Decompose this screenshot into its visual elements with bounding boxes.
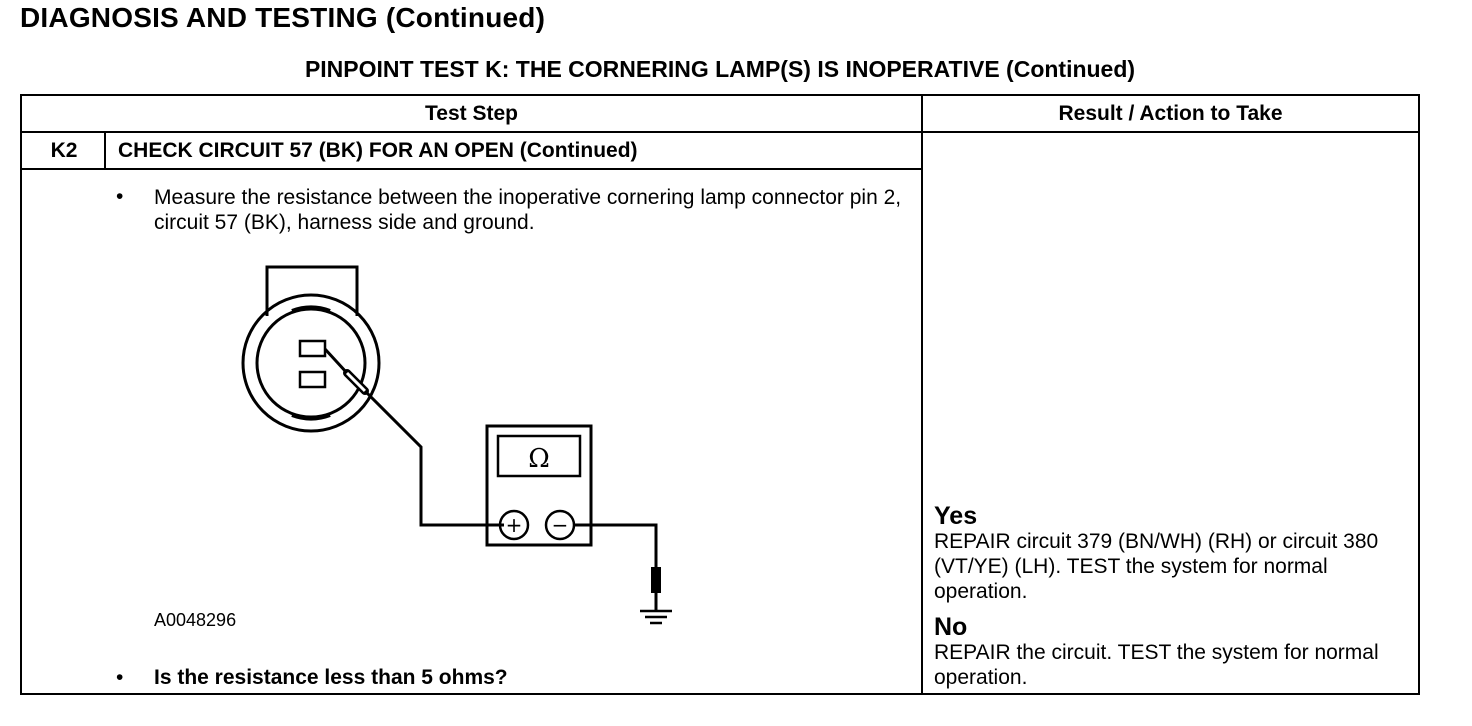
connector-measurement-diagram: Ω + −	[241, 265, 672, 625]
page-title: DIAGNOSIS AND TESTING (Continued)	[20, 2, 546, 33]
connector-pin-1	[298, 370, 327, 389]
result-no-action: REPAIR the circuit. TEST the system for …	[934, 641, 1379, 689]
positive-probe-lead	[323, 347, 504, 527]
result-yes-action: REPAIR circuit 379 (BN/WH) (RH) or circu…	[934, 530, 1379, 603]
step-question: Is the resistance less than 5 ohms?	[154, 666, 508, 689]
connector-face	[255, 307, 367, 419]
result-yes-label: Yes	[934, 502, 978, 530]
connector-body	[241, 293, 381, 433]
step-id: K2	[50, 139, 78, 162]
header-row-divider	[22, 131, 1418, 133]
ohmmeter-plus-terminal	[498, 509, 530, 541]
result-no: No REPAIR the circuit. TEST the system f…	[934, 614, 1419, 690]
question-bullet: •	[116, 666, 124, 689]
ohm-symbol: Ω	[528, 444, 550, 474]
connector-pin-2	[298, 339, 327, 358]
step-instruction: Measure the resistance between the inope…	[154, 186, 902, 234]
column-divider	[921, 96, 923, 693]
header-result-action: Result / Action to Take	[1058, 102, 1283, 125]
result-no-label: No	[934, 613, 968, 641]
step-title-divider	[22, 168, 921, 170]
instruction-bullet: •	[116, 185, 124, 208]
figure-id: A0048296	[154, 610, 237, 630]
ground-symbol	[640, 609, 672, 625]
ohmmeter-display	[496, 434, 582, 478]
pinpoint-test-table: Test Step Result / Action to Take K2 CHE…	[20, 94, 1420, 695]
step-id-divider	[104, 133, 106, 168]
pinpoint-test-title: PINPOINT TEST K: THE CORNERING LAMP(S) I…	[304, 56, 1136, 82]
plus-symbol: +	[506, 513, 523, 537]
connector-housing-tab	[265, 265, 359, 316]
minus-symbol: −	[552, 513, 569, 537]
ground-lead	[574, 523, 661, 611]
step-title: CHECK CIRCUIT 57 (BK) FOR AN OPEN (Conti…	[118, 139, 638, 162]
header-test-step: Test Step	[425, 102, 518, 125]
result-yes: Yes REPAIR circuit 379 (BN/WH) (RH) or c…	[934, 503, 1419, 604]
